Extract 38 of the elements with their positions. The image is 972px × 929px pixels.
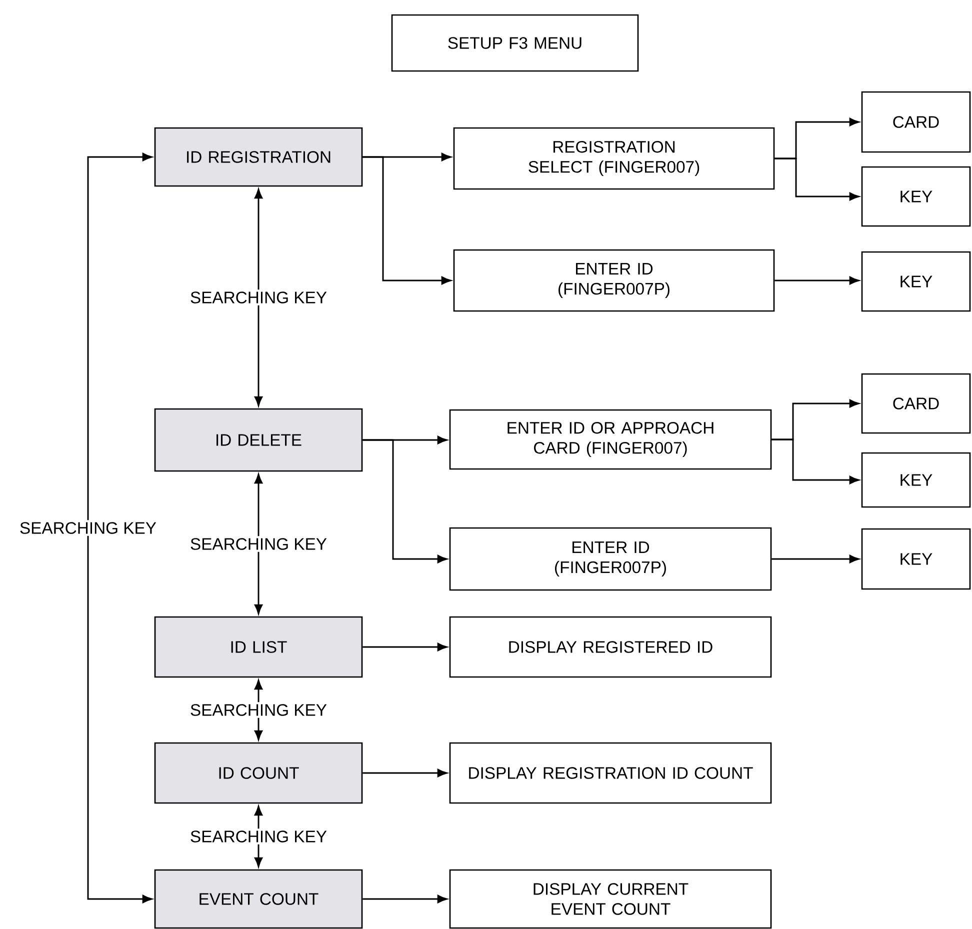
arrow [362,642,448,652]
arrow [772,554,860,564]
arrow [772,438,860,484]
step-box: ENTER ID OR APPROACH CARD (FINGER007) [449,409,772,470]
option-box: KEY [861,166,971,227]
arrow [362,439,448,564]
edge-label: SEARCHING KEY [188,536,330,552]
arrow [362,156,452,285]
menu-box: ID LIST [154,616,363,678]
option-box: KEY [861,251,971,312]
step-box: REGISTRATION SELECT (FINGER007) [453,127,775,190]
menu-box: ID REGISTRATION [154,127,363,187]
option-box: CARD [861,91,971,153]
title-box: SETUP F3 MENU [391,14,639,72]
edge-label: SEARCHING KEY [188,828,330,844]
menu-box: ID COUNT [154,742,363,804]
step-box: ENTER ID (FINGER007P) [449,527,772,591]
edge-label: SEARCHING KEY [17,520,159,536]
step-box: DISPLAY REGISTRATION ID COUNT [449,742,772,804]
menu-box: ID DELETE [154,408,363,472]
edge-label: SEARCHING KEY [188,290,330,306]
menu-box: EVENT COUNT [154,869,363,929]
arrow [362,894,448,904]
option-box: KEY [861,452,971,508]
option-box: KEY [861,528,971,590]
edge-label: SEARCHING KEY [188,702,330,718]
step-box: DISPLAY CURRENT EVENT COUNT [449,869,772,929]
arrow [362,768,448,778]
arrow [774,158,860,201]
arrow [254,680,263,740]
step-box: ENTER ID (FINGER007P) [453,249,775,312]
option-box: CARD [861,373,971,434]
arrow [87,152,152,904]
arrow [254,188,263,406]
arrow [254,806,263,868]
arrow [774,276,860,285]
arrow [254,474,263,614]
step-box: DISPLAY REGISTERED ID [449,616,772,678]
